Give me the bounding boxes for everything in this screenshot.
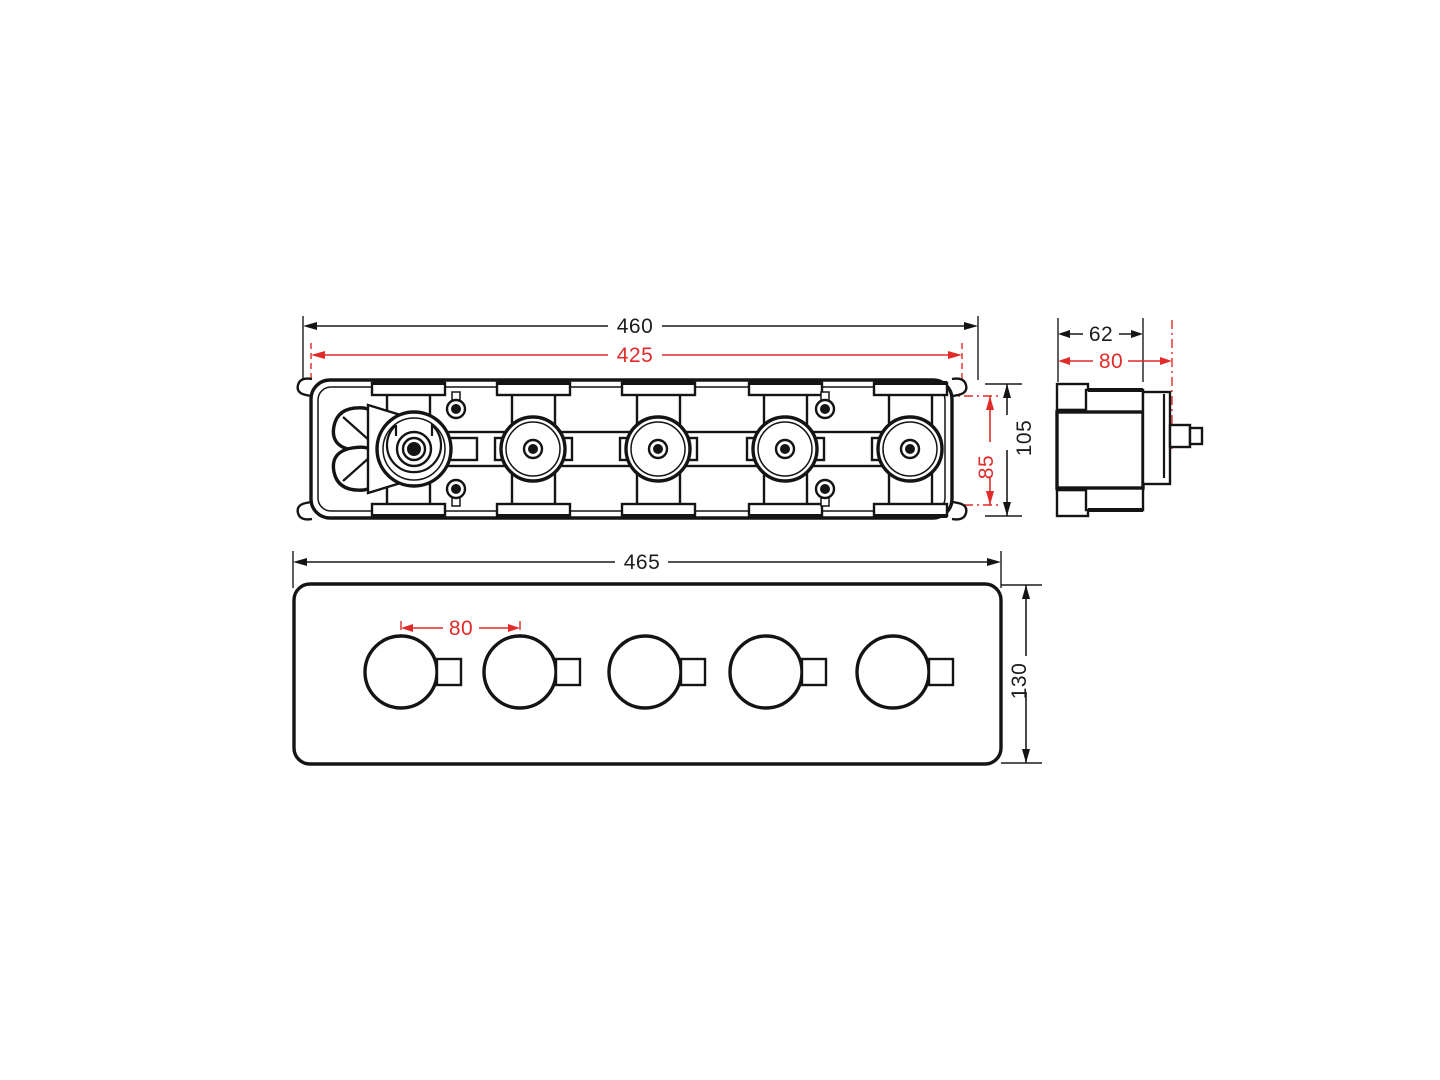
dim-label-425: 425	[617, 344, 654, 367]
thermo-inlet-upper-slot	[342, 416, 371, 442]
dim-label-130: 130	[1008, 663, 1031, 700]
thermo-collar-arc	[385, 422, 443, 474]
dim-label-80-side: 80	[1099, 350, 1123, 373]
valve-2-spindle	[528, 444, 538, 454]
dim-label-80-plate: 80	[449, 617, 473, 640]
handle-3-knob	[607, 634, 683, 710]
dim-label-85: 85	[975, 455, 998, 479]
arrow-80-plate-right	[508, 624, 520, 632]
handle-1	[363, 634, 463, 710]
side-ear-bottom-outer	[1055, 488, 1090, 518]
arrow-130-top	[1022, 585, 1030, 599]
fixing-screws-group	[445, 391, 836, 507]
arrow-465-right	[987, 558, 1001, 566]
handle-2-knob	[482, 634, 558, 710]
arrow-62-left	[1058, 330, 1070, 338]
side-spindle-shoulder	[1168, 423, 1192, 449]
arrow-80-side-right	[1160, 357, 1172, 365]
handle-2-lever	[554, 657, 582, 687]
handle-5-knob	[855, 634, 931, 710]
valve-5-spindle	[905, 444, 915, 454]
arrow-465-left	[293, 558, 307, 566]
arrow-105-bottom	[1003, 502, 1011, 516]
screw-2-slot-top	[820, 404, 830, 414]
handle-3	[607, 634, 707, 710]
front-plate-view-group: 465 130 80	[292, 551, 1042, 766]
arrow-105-top	[1003, 384, 1011, 398]
handle-3-lever	[679, 657, 707, 687]
dim-label-465: 465	[624, 551, 661, 574]
screw-1-slot-bottom	[451, 484, 461, 494]
arrow-85-top	[986, 396, 994, 410]
valve-4-clamp-top-cap	[749, 381, 822, 385]
side-clamp-top	[1084, 388, 1145, 414]
thermo-inlet-lower-slot	[342, 456, 371, 482]
valve-station-4	[745, 381, 826, 518]
dim-label-105: 105	[1013, 420, 1036, 457]
side-valve-boss	[1141, 390, 1172, 486]
valve-station-2	[493, 381, 574, 518]
handle-5	[855, 634, 955, 710]
side-spindle-tip	[1188, 426, 1204, 446]
top-view-group: 460 425 105 85	[296, 315, 1036, 521]
arrow-460-left	[303, 322, 317, 330]
arrow-130-bottom	[1022, 749, 1030, 763]
handle-1-knob	[363, 634, 439, 710]
side-clamp-bottom	[1084, 486, 1145, 512]
side-clamp-bottom-cap	[1088, 508, 1143, 512]
handle-4-lever	[800, 657, 828, 687]
valve-station-5	[870, 381, 949, 518]
arrow-425-left	[311, 351, 325, 359]
side-view-group: 62 80	[1055, 318, 1204, 518]
valve-3-clamp-top-cap	[622, 381, 695, 385]
arrow-425-right	[948, 351, 962, 359]
arrow-85-bottom	[986, 491, 994, 505]
screw-1-slot-top	[451, 404, 461, 414]
handle-1-lever	[435, 657, 463, 687]
arrow-460-right	[964, 322, 978, 330]
thermo-spindle	[407, 442, 421, 456]
dim-label-62: 62	[1089, 323, 1113, 346]
valve-4-clamp-bottom-cap	[749, 514, 822, 518]
valve-station-3	[618, 381, 699, 518]
handle-2	[482, 634, 582, 710]
valve-5-clamp-bottom-cap	[874, 514, 947, 518]
handle-4-knob	[728, 634, 804, 710]
side-main-body	[1055, 410, 1145, 490]
valve-2-clamp-top-cap	[497, 381, 570, 385]
side-ear-top-outer	[1055, 382, 1090, 412]
handle-4	[728, 634, 828, 710]
thermo-clamp-top-cap	[372, 381, 445, 385]
valve-3-clamp-bottom-cap	[622, 514, 695, 518]
thermo-clamp-bottom-cap	[372, 514, 445, 518]
dim-label-460: 460	[617, 315, 654, 338]
handle-5-lever	[927, 657, 955, 687]
arrow-62-right	[1131, 330, 1143, 338]
side-clamp-top-cap	[1088, 388, 1143, 392]
valve-4-spindle	[780, 444, 790, 454]
arrow-80-plate-left	[401, 624, 413, 632]
valve-5-clamp-top-cap	[874, 381, 947, 385]
thermostat-station-1	[331, 381, 479, 518]
valve-3-spindle	[653, 444, 663, 454]
valve-2-clamp-bottom-cap	[497, 514, 570, 518]
screw-2-slot-bottom	[820, 484, 830, 494]
arrow-80-side-left	[1058, 357, 1070, 365]
